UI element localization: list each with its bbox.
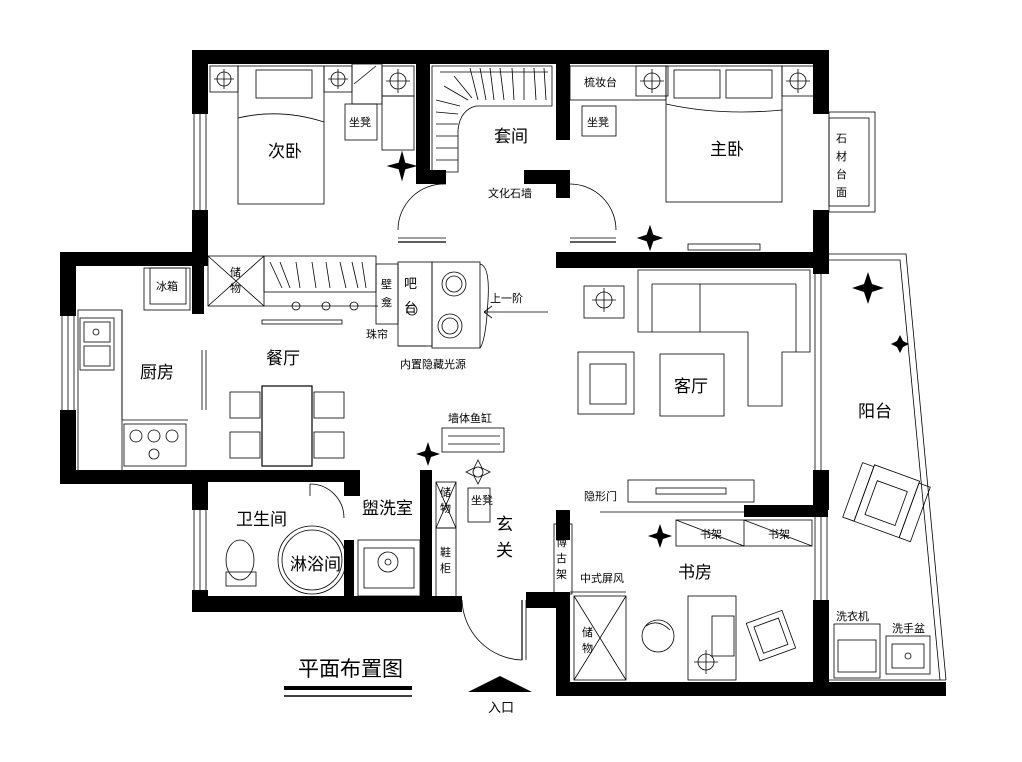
label-suite: 套间: [494, 127, 528, 147]
label-foyer-2: 关: [496, 541, 513, 561]
label-bookshelf-2: 书架: [768, 528, 790, 541]
study-furniture: [553, 519, 813, 681]
master-bedroom-furniture: [569, 65, 815, 252]
label-basin: 洗手盆: [892, 621, 925, 635]
label-bar-2: 台: [404, 301, 417, 316]
label-foyer-1: 玄: [496, 515, 513, 535]
annotations-graphics: [284, 676, 532, 697]
label-wall-cabinet-1: 壁: [381, 277, 392, 291]
bathroom-furniture: [225, 525, 421, 597]
dining-furniture: [207, 255, 548, 467]
label-fish-tank: 墙体鱼缸: [448, 411, 492, 425]
label-stone-top-2: 材: [836, 149, 847, 163]
label-stool-3: 坐凳: [471, 493, 493, 507]
label-storage-1b: 物: [230, 281, 241, 295]
label-storage-2a: 储: [440, 485, 451, 499]
label-antique-shelf-3: 架: [556, 568, 567, 581]
balcony-furniture: [833, 272, 931, 679]
furniture-labels: 坐凳 梳妆台 坐凳 石 材 台 面 文化石墙 冰箱 储 物 壁 龛 吧 台 珠帘…: [156, 75, 925, 655]
label-washer: 洗衣机: [836, 609, 869, 623]
label-bead-curtain: 珠帘: [366, 327, 388, 341]
room-labels: 次卧 套间 主卧 厨房 餐厅 客厅 阳台 卫生间 淋浴间 盥洗室 玄 关 书房: [140, 127, 892, 583]
label-stone-top-3: 台: [836, 167, 847, 181]
label-antique-shelf-1: 博: [556, 536, 567, 549]
label-storage-1a: 储: [230, 265, 241, 279]
living-furniture: [577, 269, 811, 503]
label-shoe-cabinet-1: 鞋: [440, 545, 451, 559]
second-bedroom-furniture: [209, 63, 418, 205]
label-bathroom: 卫生间: [236, 510, 287, 530]
label-bookshelf-1: 书架: [700, 528, 722, 541]
label-storage-3a: 储: [582, 625, 593, 639]
label-step-up: 上一阶: [490, 291, 523, 305]
label-stool-1: 坐凳: [349, 115, 371, 129]
label-hidden-light: 内置隐藏光源: [400, 357, 466, 371]
label-storage-2b: 物: [440, 501, 451, 515]
label-stool-2: 坐凳: [587, 115, 609, 129]
walls: [60, 50, 946, 696]
label-hidden-door: 隐形门: [584, 489, 617, 503]
label-bar-1: 吧: [404, 277, 417, 292]
label-stone-top-4: 面: [836, 186, 847, 199]
label-study: 书房: [678, 563, 712, 583]
label-balcony: 阳台: [858, 402, 892, 422]
label-dining: 餐厅: [266, 349, 300, 369]
label-culture-wall: 文化石墙: [488, 186, 532, 200]
label-second-bedroom: 次卧: [268, 142, 302, 162]
foyer-furniture: [416, 427, 505, 599]
label-antique-shelf-2: 古: [556, 552, 567, 565]
label-shoe-cabinet-2: 柜: [440, 562, 451, 575]
label-storage-3b: 物: [582, 641, 593, 655]
label-wall-cabinet-2: 龛: [381, 295, 392, 309]
label-fridge: 冰箱: [156, 279, 178, 293]
label-kitchen: 厨房: [140, 363, 174, 383]
label-chinese-screen: 中式屏风: [580, 572, 624, 585]
windows: [61, 111, 947, 681]
label-living: 客厅: [674, 377, 708, 397]
entrance-arrow-icon: [468, 676, 532, 692]
entrance-label: 入口: [488, 701, 514, 716]
suite-furniture: [431, 65, 553, 173]
label-master-bedroom: 主卧: [710, 140, 744, 160]
label-washroom: 盥洗室: [362, 499, 413, 519]
label-stone-top-1: 石: [836, 132, 847, 145]
doors: [201, 183, 745, 661]
label-vanity: 梳妆台: [584, 75, 617, 89]
plan-title: 平面布置图: [298, 657, 403, 681]
label-shower: 淋浴间: [290, 555, 341, 575]
kitchen-furniture: [77, 267, 191, 473]
